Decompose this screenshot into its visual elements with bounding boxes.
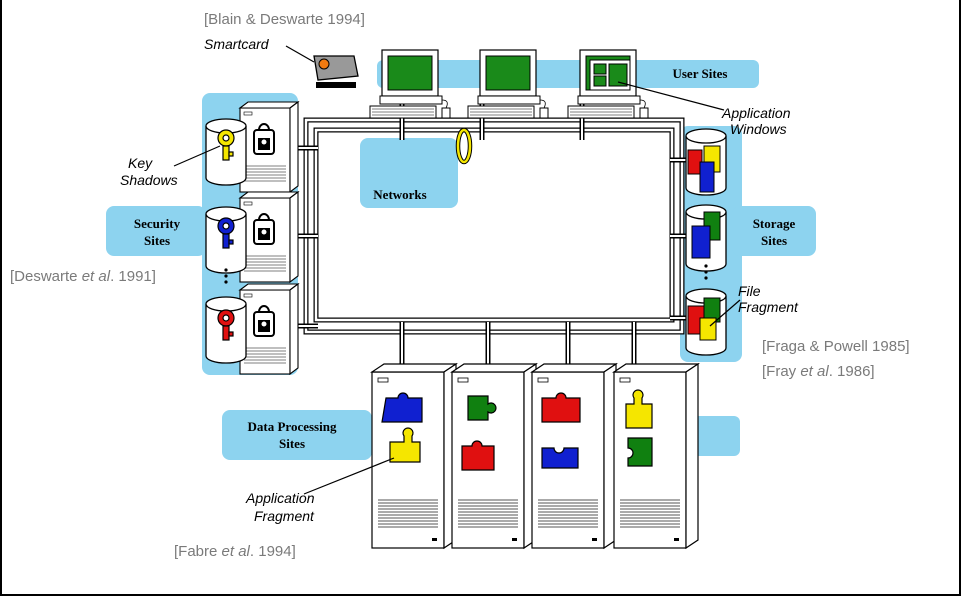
security-sites-label-1: Security	[134, 216, 181, 231]
citation-fray: [Fray et al. 1986]	[762, 363, 875, 380]
application-window-icon	[590, 60, 630, 90]
file-fragment-annotation-2: Fragment	[738, 299, 799, 315]
tower-server-icon	[240, 192, 298, 282]
security-label-region	[106, 206, 206, 256]
user-sites-label: User Sites	[672, 66, 727, 81]
tower-server-icon	[614, 364, 698, 548]
citation-fabre: [Fabre et al. 1994]	[174, 543, 296, 560]
data-processing-sites	[372, 364, 698, 548]
dps-label-2: Sites	[279, 436, 305, 451]
security-sites	[206, 102, 298, 374]
smartcard-reader-icon	[314, 56, 358, 88]
citation-deswarte: [Deswarte et al. 1991]	[10, 268, 156, 285]
tower-server-icon	[240, 284, 298, 374]
app-fragment-annotation-1: Application	[245, 490, 315, 506]
citation-blain: [Blain & Deswarte 1994]	[204, 11, 365, 28]
dps-right-region	[692, 416, 740, 456]
storage-sites-label-2: Sites	[761, 233, 787, 248]
networks-label: Networks	[373, 187, 426, 202]
file-fragment-annotation-1: File	[738, 283, 761, 299]
storage-sites	[686, 129, 726, 355]
dps-label-1: Data Processing	[248, 419, 337, 434]
citation-fraga: [Fraga & Powell 1985]	[762, 338, 910, 355]
workstation-icon	[370, 50, 450, 118]
storage-label-region	[732, 206, 816, 256]
dps-label-region	[222, 410, 372, 460]
app-windows-annotation-2: Windows	[730, 121, 787, 137]
key-shadows-annotation-2: Shadows	[120, 172, 178, 188]
tower-server-icon	[240, 102, 298, 192]
smartcard-annotation: Smartcard	[204, 36, 270, 52]
workstation-icon	[468, 50, 548, 118]
app-fragment-annotation-2: Fragment	[254, 508, 315, 524]
security-sites-label-2: Sites	[144, 233, 170, 248]
storage-sites-label-1: Storage	[753, 216, 796, 231]
key-shadows-annotation-1: Key	[128, 155, 153, 171]
app-windows-annotation-1: Application	[721, 105, 791, 121]
user-sites	[370, 50, 648, 118]
